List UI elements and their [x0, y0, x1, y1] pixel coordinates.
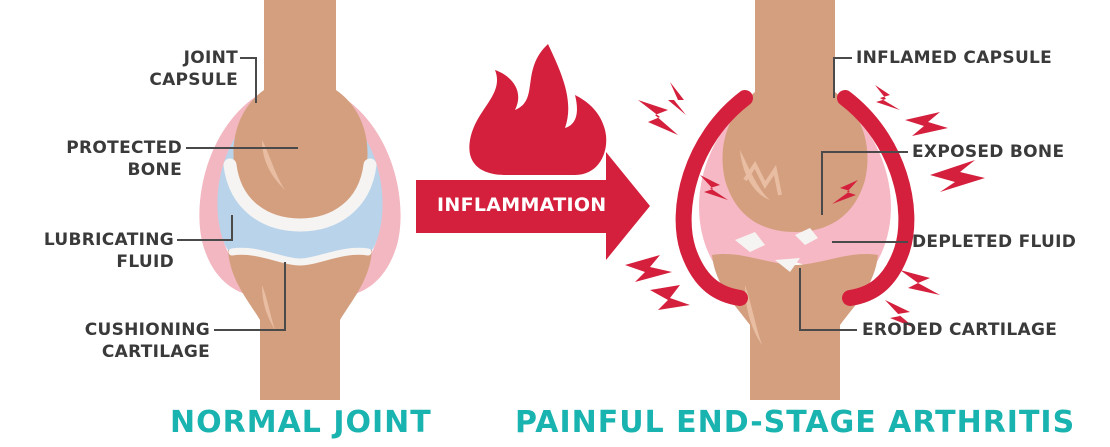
label-joint-capsule-line1: JOINT: [118, 47, 238, 69]
pain-bolt-icon: [668, 82, 686, 115]
label-cushioning-cartilage-line2: CARTILAGE: [60, 341, 210, 363]
label-protected-bone-line1: PROTECTED: [46, 137, 182, 159]
title-normal-joint: NORMAL JOINT: [170, 405, 432, 440]
label-eroded-cartilage: ERODED CARTILAGE: [862, 319, 1057, 341]
label-cushioning-cartilage-line1: CUSHIONING: [60, 319, 210, 341]
title-arthritis: PAINFUL END-STAGE ARTHRITIS: [515, 405, 1075, 440]
label-joint-capsule: JOINT CAPSULE: [118, 47, 238, 91]
inflammation-arrow: [416, 44, 650, 260]
pain-bolt-icon: [625, 255, 672, 282]
inflammation-label: INFLAMMATION: [437, 194, 607, 216]
label-depleted-fluid: DEPLETED FLUID: [912, 231, 1076, 253]
label-lubricating-fluid-line2: FLUID: [34, 251, 174, 273]
normal-joint-upper-bone: [233, 0, 367, 228]
pain-bolt-icon: [875, 85, 900, 110]
pain-bolt-icon: [650, 285, 690, 310]
label-joint-capsule-line2: CAPSULE: [118, 69, 238, 91]
label-protected-bone: PROTECTED BONE: [46, 137, 182, 181]
arthritis-lower-bone: [712, 254, 878, 400]
label-lubricating-fluid: LUBRICATING FLUID: [34, 229, 174, 273]
pain-bolt-icon: [930, 160, 985, 192]
flame-icon: [469, 44, 606, 175]
label-cushioning-cartilage: CUSHIONING CARTILAGE: [60, 319, 210, 363]
normal-joint-lower-bone: [228, 249, 372, 400]
label-lubricating-fluid-line1: LUBRICATING: [34, 229, 174, 251]
label-protected-bone-line2: BONE: [46, 159, 182, 181]
label-inflamed-capsule: INFLAMED CAPSULE: [856, 47, 1052, 69]
label-exposed-bone: EXPOSED BONE: [912, 141, 1064, 163]
pain-bolt-icon: [638, 100, 678, 135]
pain-bolt-icon: [900, 270, 940, 295]
pain-bolt-icon: [905, 112, 948, 136]
